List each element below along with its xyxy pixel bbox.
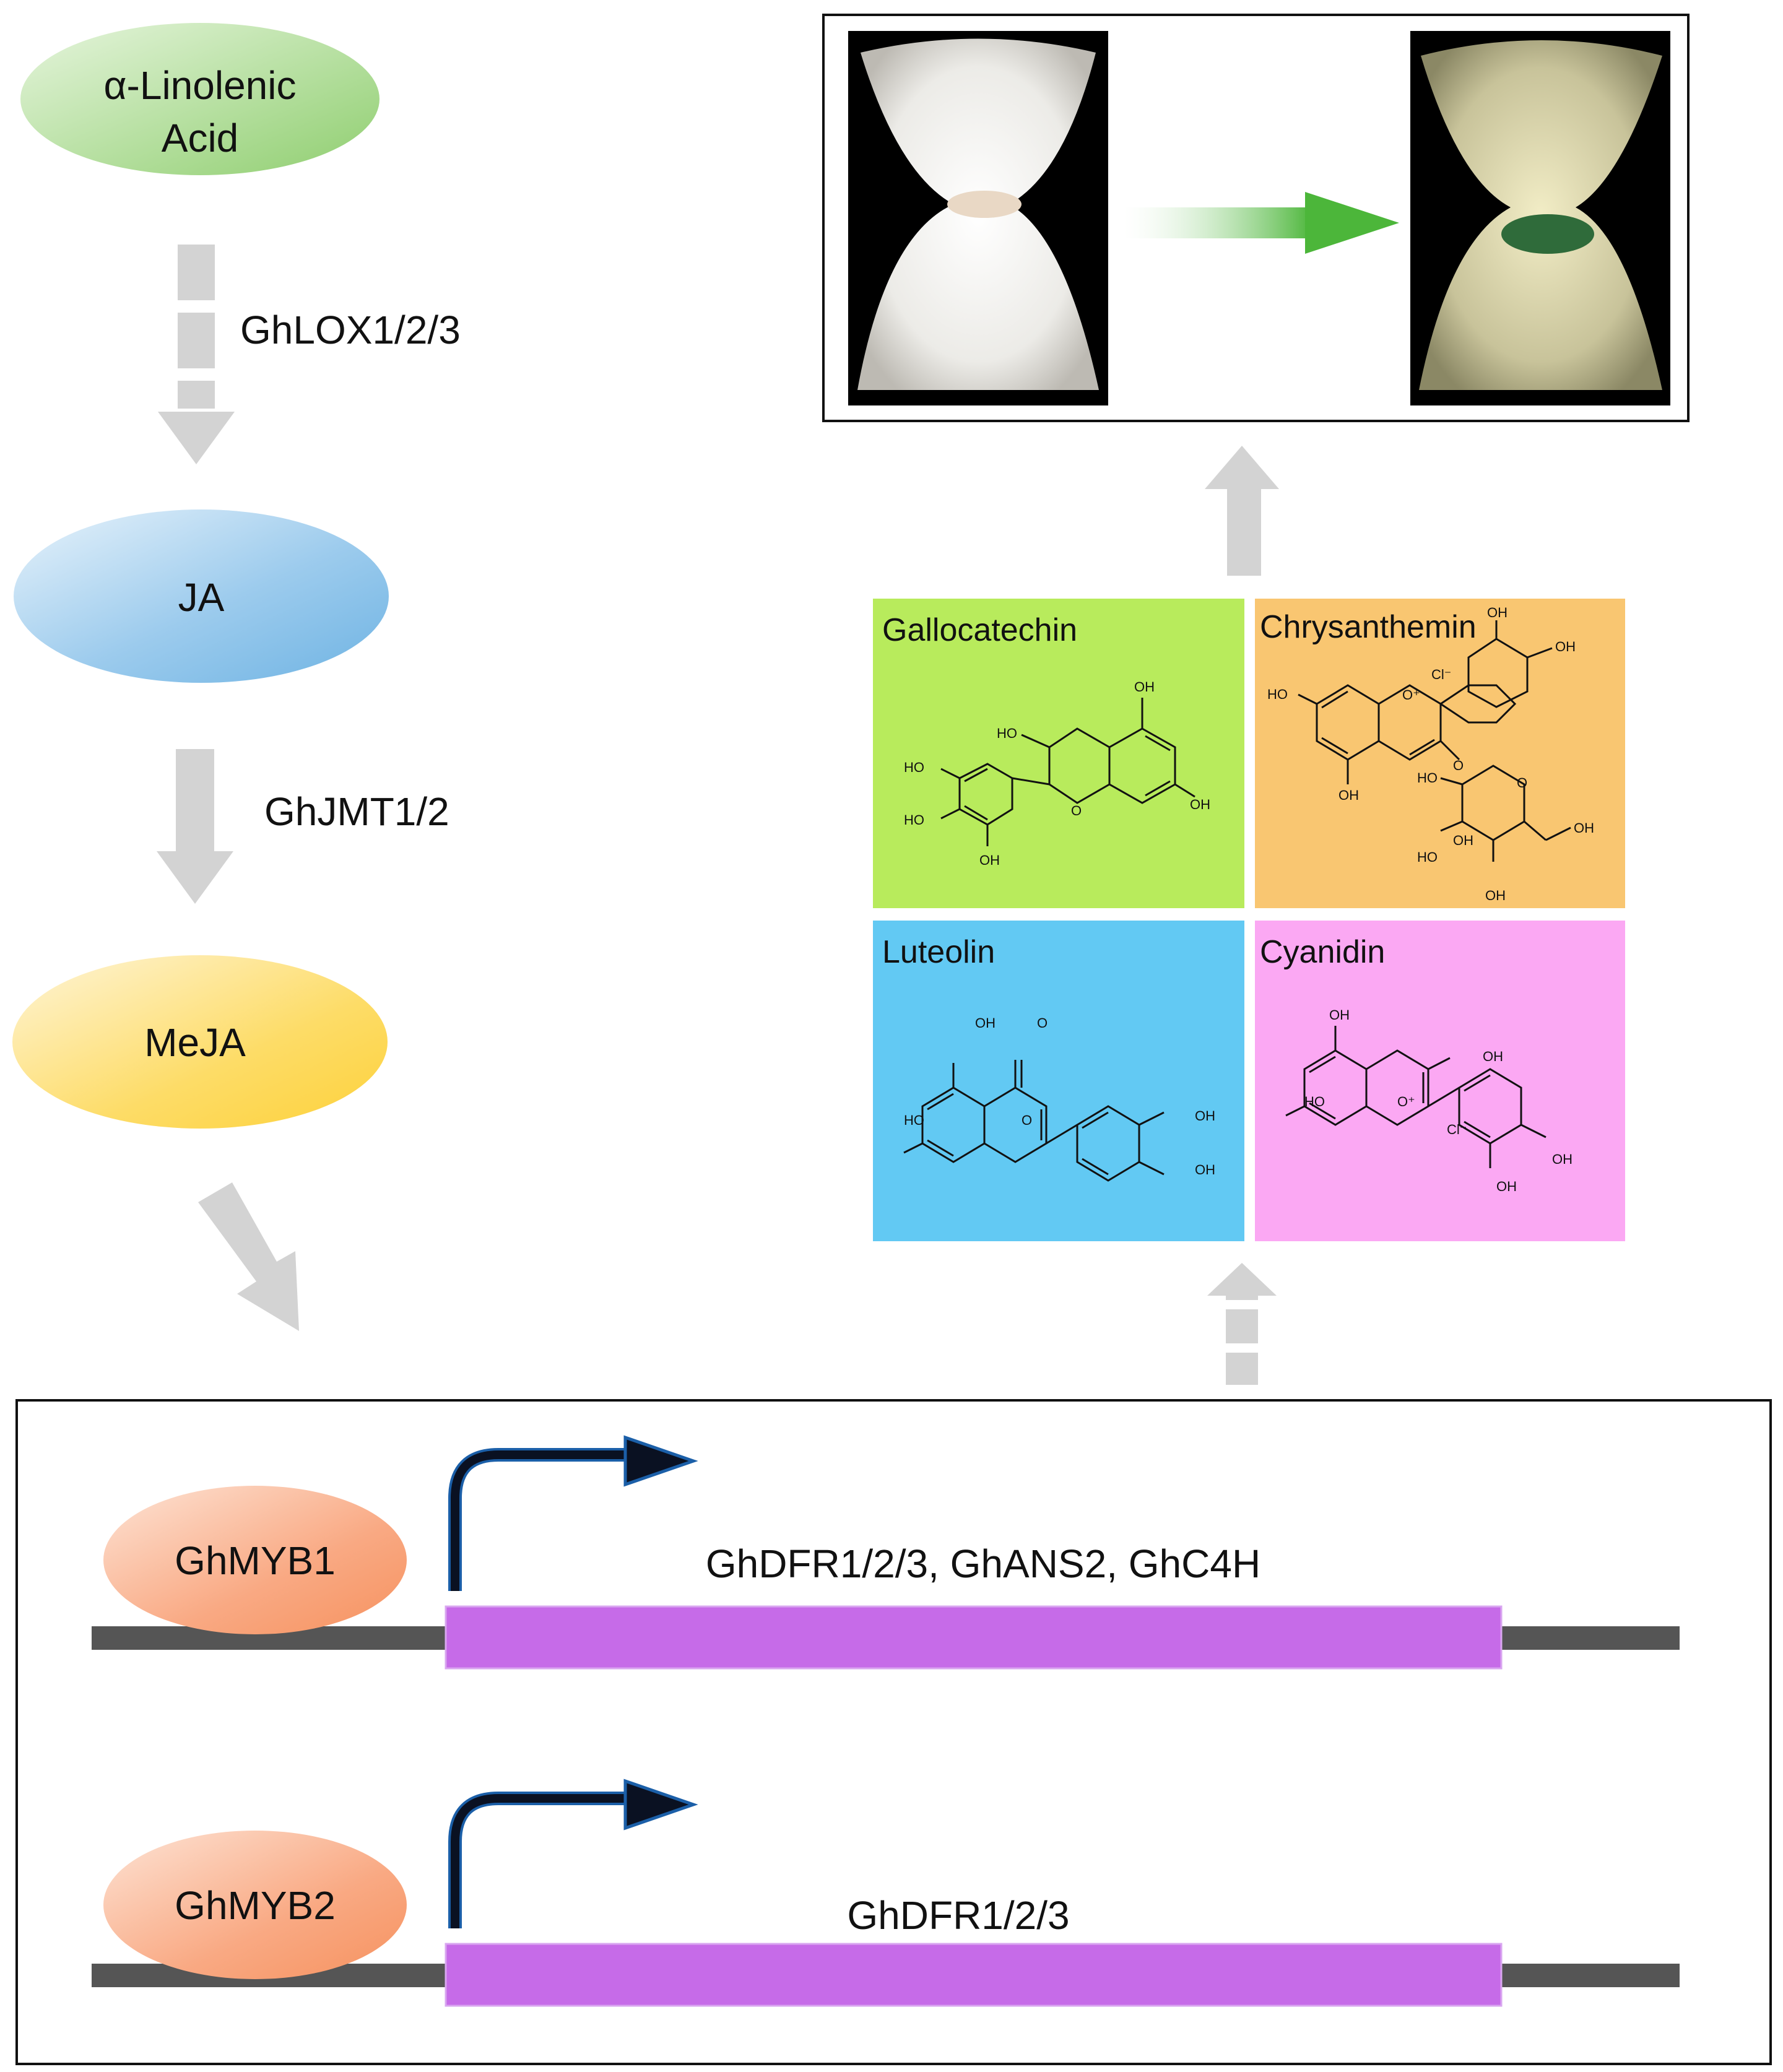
atom-label: OH bbox=[1453, 833, 1473, 848]
atom-label: OH bbox=[1555, 639, 1576, 654]
ja-node: JA bbox=[14, 509, 389, 683]
arrow-up bbox=[1205, 446, 1279, 576]
targets-2-label: GhDFR1/2/3 bbox=[847, 1893, 1069, 1938]
ja-label: JA bbox=[178, 575, 225, 620]
targets-1-label: GhDFR1/2/3, GhANS2, GhC4H bbox=[706, 1541, 1260, 1586]
enzyme-lox-label: GhLOX1/2/3 bbox=[240, 308, 461, 352]
meja-node: MeJA bbox=[12, 955, 388, 1129]
atom-label: Cl⁻ bbox=[1431, 667, 1451, 682]
atom-label: OH bbox=[1195, 1162, 1215, 1177]
atom-label: OH bbox=[1190, 797, 1210, 812]
compound-name: Gallocatechin bbox=[882, 612, 1077, 648]
myb2-node bbox=[103, 1831, 407, 1979]
dashed-arrow-up bbox=[1207, 1263, 1277, 1385]
myb1-node bbox=[103, 1486, 407, 1634]
compound-cyanidin: Cyanidin OH OH HO O⁺ Cl⁻ OH OH bbox=[1255, 921, 1625, 1241]
atom-label: OH bbox=[1195, 1108, 1215, 1124]
compound-chrysanthemin: Chrysanthemin OH OH Cl⁻ O⁺ HO O bbox=[1255, 599, 1625, 908]
atom-label: OH bbox=[979, 852, 1000, 868]
atom-label: OH bbox=[975, 1015, 996, 1031]
compound-panel bbox=[1255, 921, 1625, 1241]
atom-label: O⁺ bbox=[1402, 687, 1420, 703]
atom-label: HO bbox=[1267, 687, 1288, 702]
transition-arrow bbox=[1124, 192, 1399, 254]
atom-label: OH bbox=[1483, 1049, 1503, 1064]
atom-label: O bbox=[1037, 1015, 1048, 1031]
gene-bar bbox=[445, 1605, 1503, 1670]
atom-label: OH bbox=[1338, 787, 1359, 803]
atom-label: HO bbox=[904, 1112, 924, 1128]
atom-label: OH bbox=[1487, 605, 1508, 620]
atom-label: HO bbox=[1417, 770, 1438, 786]
atom-label: HO bbox=[1304, 1094, 1325, 1109]
atom-label: Cl⁻ bbox=[1447, 1122, 1467, 1137]
atom-label: OH bbox=[1485, 888, 1506, 903]
dashed-arrow-lox bbox=[158, 245, 235, 464]
ala-label-line1: α-Linolenic bbox=[104, 63, 297, 108]
regulation-row-2: GhMYB2 GhDFR1/2/3 bbox=[92, 1779, 1680, 2007]
atom-label: O bbox=[1071, 803, 1082, 818]
atom-label: OH bbox=[1552, 1151, 1573, 1167]
compound-panel bbox=[873, 599, 1244, 908]
compound-name: Luteolin bbox=[882, 934, 995, 970]
atom-label: HO bbox=[997, 726, 1017, 741]
regulation-row-1: GhMYB1 GhDFR1/2/3, GhANS2, GhC4H bbox=[92, 1435, 1680, 1670]
gene-bar bbox=[445, 1943, 1503, 2007]
atom-label: OH bbox=[1496, 1179, 1517, 1194]
myb2-label: GhMYB2 bbox=[175, 1883, 336, 1928]
myb1-label: GhMYB1 bbox=[175, 1538, 336, 1583]
white-fiber-photo bbox=[848, 31, 1108, 405]
atom-label: HO bbox=[1417, 849, 1438, 865]
compound-name: Cyanidin bbox=[1260, 934, 1385, 970]
arrow-jmt bbox=[157, 749, 233, 904]
atom-label: HO bbox=[904, 812, 924, 828]
meja-label: MeJA bbox=[144, 1020, 246, 1065]
atom-label: O⁺ bbox=[1397, 1094, 1415, 1109]
atom-label: O bbox=[1517, 775, 1527, 791]
tss-arrowhead bbox=[623, 1779, 698, 1831]
green-fiber-photo bbox=[1410, 31, 1670, 405]
atom-label: OH bbox=[1329, 1007, 1350, 1023]
compound-panel bbox=[1255, 599, 1625, 908]
atom-label: OH bbox=[1134, 679, 1155, 695]
compound-gallocatechin: Gallocatechin HO OH HO HO OH O OH bbox=[873, 599, 1244, 908]
compound-luteolin: Luteolin OH O HO O OH OH bbox=[873, 921, 1244, 1241]
atom-label: OH bbox=[1574, 820, 1594, 836]
atom-label: O bbox=[1022, 1112, 1032, 1128]
ala-node: α-Linolenic Acid bbox=[20, 23, 380, 175]
ala-label-line2: Acid bbox=[162, 116, 239, 160]
atom-label: HO bbox=[904, 760, 924, 775]
enzyme-jmt-label: GhJMT1/2 bbox=[264, 789, 449, 834]
tss-arrowhead bbox=[623, 1435, 698, 1487]
compound-panel bbox=[873, 921, 1244, 1241]
compound-name: Chrysanthemin bbox=[1260, 609, 1477, 645]
arrow-meja-to-regulation bbox=[198, 1182, 299, 1331]
atom-label: O bbox=[1453, 758, 1464, 773]
